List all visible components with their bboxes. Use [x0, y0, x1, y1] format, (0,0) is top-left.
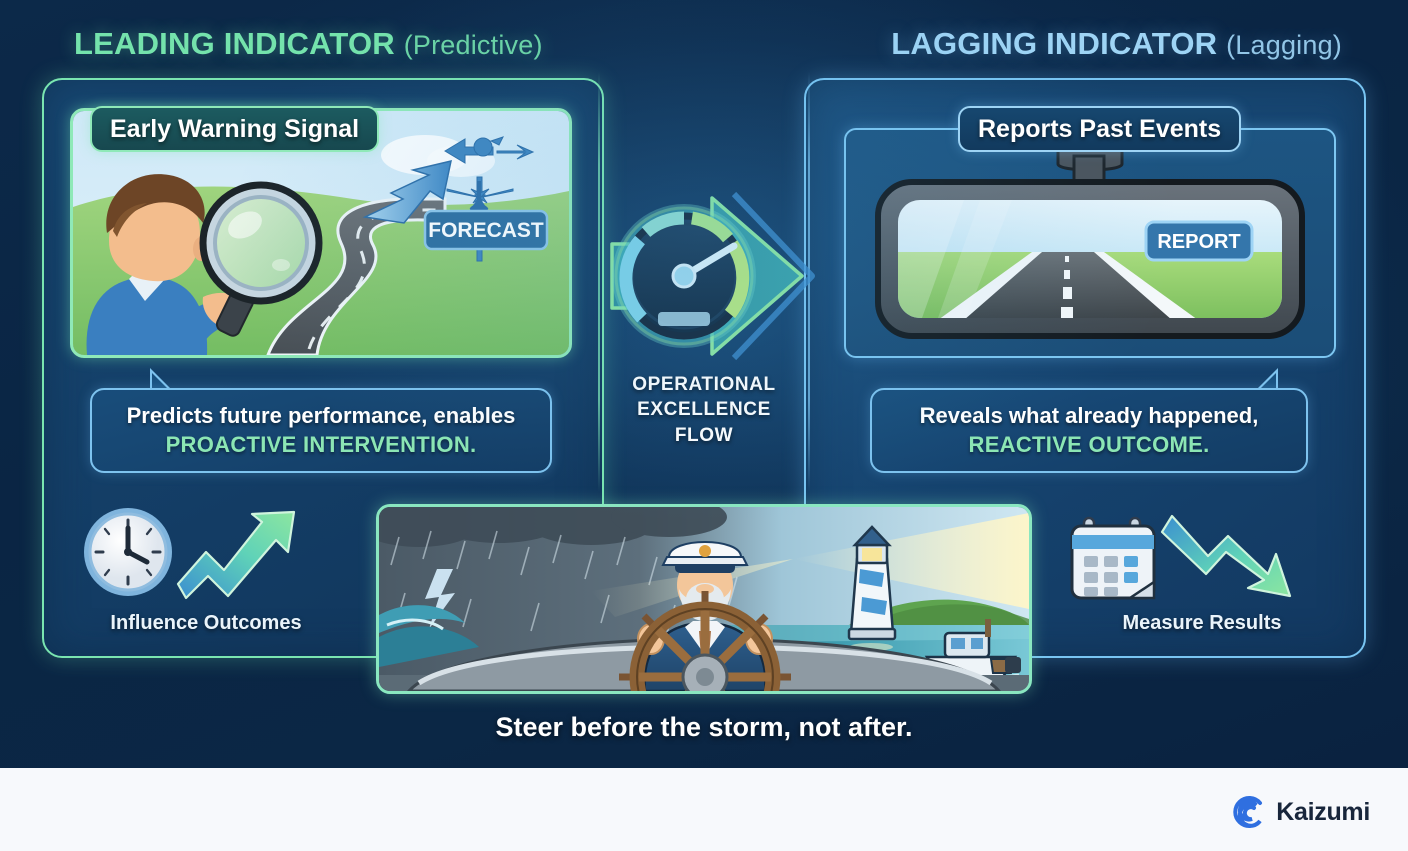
leading-heading-main: LEADING INDICATOR — [74, 26, 395, 61]
report-label: REPORT — [1157, 231, 1240, 253]
leading-heading-sub: (Predictive) — [403, 30, 543, 60]
flow-caption: OPERATIONAL EXCELLENCE FLOW — [598, 372, 810, 448]
trend-down-arrow-icon — [1160, 514, 1292, 598]
leading-indicator-callout: Predicts future performance, enables PRO… — [90, 388, 552, 474]
footer-bar: Kaizumi — [0, 768, 1408, 851]
infographic-canvas: LEADING INDICATOR (Predictive) LAGGING I… — [0, 0, 1408, 768]
lagging-icon-group — [1062, 500, 1342, 608]
lighthouse-icon — [847, 525, 897, 641]
captain-storm-lighthouse-scene — [376, 504, 1032, 694]
measure-results-row: Measure Results — [1062, 500, 1342, 635]
flow-caption-line3: FLOW — [674, 424, 734, 446]
chevron-backdrop — [731, 191, 815, 361]
tagline: Steer before the storm, not after. — [495, 712, 913, 742]
calendar-icon — [1070, 516, 1156, 600]
early-warning-badge: Early Warning Signal — [90, 106, 380, 152]
leading-icon-group — [66, 500, 346, 608]
reports-past-events-badge-label: Reports Past Events — [978, 114, 1222, 143]
early-warning-badge-label: Early Warning Signal — [110, 114, 360, 143]
flow-divider-left — [598, 72, 600, 492]
leading-caption-line2: PROACTIVE INTERVENTION. — [165, 431, 477, 457]
measure-results-label: Measure Results — [1122, 612, 1282, 634]
flow-caption-line1: OPERATIONAL — [632, 374, 776, 395]
lagging-indicator-callout: Reveals what already happened, REACTIVE … — [870, 388, 1308, 474]
kaizumi-wave-logo — [1230, 794, 1266, 830]
brand-name: Kaizumi — [1276, 797, 1370, 826]
reports-past-events-badge: Reports Past Events — [958, 106, 1242, 152]
brand-lockup: Kaizumi — [1230, 794, 1370, 830]
lagging-caption-line2: REACTIVE OUTCOME. — [968, 431, 1210, 457]
ship-wheel-icon — [619, 591, 791, 691]
trend-up-arrow-icon — [176, 510, 296, 600]
early-warning-illustration: FORECAST — [70, 108, 572, 358]
lagging-heading-sub: (Lagging) — [1226, 30, 1342, 60]
lagging-indicator-heading: LAGGING INDICATOR (Lagging) — [891, 26, 1342, 62]
operational-excellence-flow: OPERATIONAL EXCELLENCE FLOW — [598, 72, 815, 552]
lagging-heading-main: LAGGING INDICATOR — [891, 26, 1218, 61]
speedometer-gauge-icon — [612, 204, 756, 348]
callout-tail-right-inner — [1259, 373, 1276, 390]
forecast-label: FORECAST — [428, 219, 544, 242]
influence-outcomes-label: Influence Outcomes — [110, 612, 302, 634]
flow-caption-line2: EXCELLENCE — [637, 399, 771, 421]
influence-outcomes-row: Influence Outcomes — [66, 500, 346, 635]
lagging-caption-line1: Reveals what already happened, — [919, 403, 1259, 428]
clock-icon — [84, 508, 172, 596]
rearview-mirror-illustration: REPORT — [844, 128, 1336, 358]
leading-caption-line1: Predicts future performance, enables — [126, 403, 516, 428]
callout-tail-left-inner — [152, 373, 169, 390]
leading-indicator-heading: LEADING INDICATOR (Predictive) — [74, 26, 543, 62]
